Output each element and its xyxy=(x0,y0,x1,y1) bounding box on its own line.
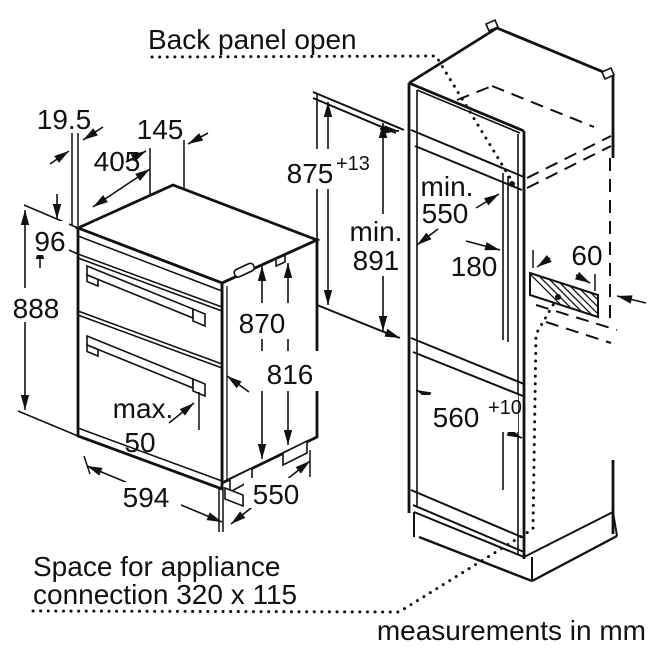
lower-door-handle xyxy=(86,334,206,398)
dimension-arrowhead xyxy=(384,328,400,338)
dimension-arrowhead xyxy=(179,403,194,416)
dimension-arrowhead xyxy=(20,210,30,225)
dimension-arrowhead xyxy=(283,263,293,278)
dim-891: 891 xyxy=(353,245,400,276)
dim-875-tolerance: +13 xyxy=(336,153,370,175)
dimension-arrowhead xyxy=(323,290,333,305)
oven-rear-notch xyxy=(275,254,286,268)
dimension-arrowhead xyxy=(537,255,552,267)
dimension-arrowhead xyxy=(130,151,146,162)
dim-145: 145 xyxy=(137,114,184,145)
back-panel-note: Back panel open xyxy=(148,24,357,55)
dim-96: 96 xyxy=(34,226,65,257)
hidden-back-edges xyxy=(456,85,618,344)
dimension-arrowhead xyxy=(257,444,267,459)
dim-min-label: min. xyxy=(350,216,403,247)
connection-note-line1: Space for appliance xyxy=(33,551,281,582)
dimension-arrowhead xyxy=(206,512,222,522)
dim-816: 816 xyxy=(267,359,314,390)
dim-180: 180 xyxy=(451,251,498,282)
connection-note-line2: connection 320 x 115 xyxy=(33,579,297,610)
dimension-arrowhead xyxy=(227,376,242,389)
upper-door-handle xyxy=(86,264,206,328)
dimension-arrowhead xyxy=(135,169,150,181)
label-backgrounds xyxy=(8,149,518,510)
dimension-arrowhead xyxy=(188,133,204,144)
dim-min550-label: min. xyxy=(421,171,474,202)
dimension-arrowhead xyxy=(617,295,633,304)
dim-560-tolerance: +10 xyxy=(488,397,522,419)
oven-drawing xyxy=(74,183,321,508)
labels: Back panel open 19.5 145 405 96 888 870 … xyxy=(13,24,646,646)
dimension-arrowhead xyxy=(484,194,499,206)
dim-max-value: 50 xyxy=(124,427,155,458)
dimension-arrowhead xyxy=(87,466,103,476)
units-note: measurements in mm xyxy=(377,615,646,646)
dotted-leaders xyxy=(31,54,561,614)
dim-60: 60 xyxy=(571,240,602,271)
right-panel-notch xyxy=(600,66,616,81)
dimension-arrowhead xyxy=(574,271,590,283)
dim-max-label: max. xyxy=(113,393,174,424)
cabinet-drawing xyxy=(407,18,618,583)
dim-550: 550 xyxy=(253,479,300,510)
dimension-arrowhead xyxy=(378,123,388,138)
dim-875: 875 xyxy=(287,158,334,189)
side-vent-cutout xyxy=(233,262,256,278)
back-panel-leader xyxy=(150,54,514,183)
dim-19-5: 19.5 xyxy=(37,104,92,135)
dim-870: 870 xyxy=(239,308,286,339)
dimension-arrowhead xyxy=(52,204,62,219)
dim-888: 888 xyxy=(13,293,60,324)
dim-594: 594 xyxy=(123,482,170,513)
dimension-arrowhead xyxy=(83,128,98,140)
dimension-arrowhead xyxy=(323,102,333,117)
dimension-arrowhead xyxy=(20,395,30,410)
oven-feet xyxy=(224,439,308,508)
dim-560: 560 xyxy=(433,402,480,433)
dimension-arrowhead xyxy=(383,125,399,134)
back-panel-notch xyxy=(484,18,500,33)
dimension-arrowhead xyxy=(417,232,432,245)
dim-405: 405 xyxy=(94,146,141,177)
dimension-arrowhead xyxy=(231,511,246,524)
dimension-arrowhead xyxy=(484,242,500,251)
dimension-arrowhead xyxy=(93,195,108,207)
dimension-arrowhead xyxy=(257,266,267,281)
dimension-arrowhead xyxy=(54,151,69,163)
dimension-arrowhead xyxy=(295,461,310,474)
dimension-arrowhead xyxy=(378,316,388,331)
dim-min550-value: 550 xyxy=(422,198,469,229)
connection-leader xyxy=(31,298,558,614)
dimension-arrowhead xyxy=(283,430,293,445)
